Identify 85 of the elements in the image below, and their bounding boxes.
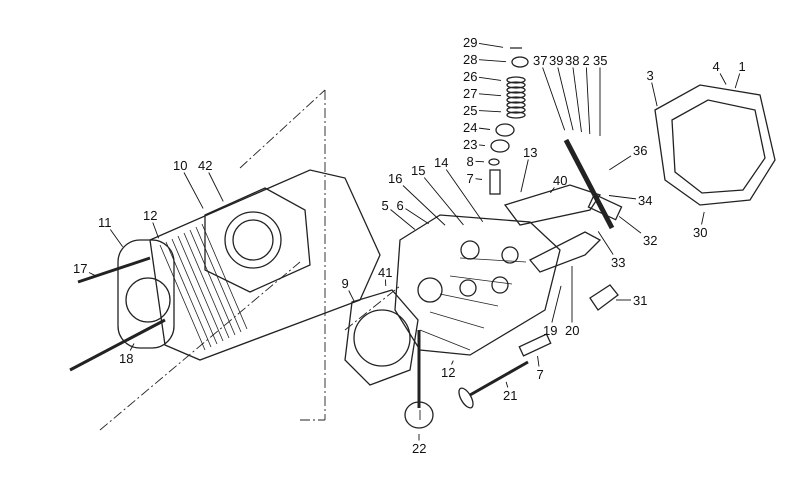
- leader-line: [551, 285, 562, 323]
- leader-line: [130, 343, 134, 351]
- callout-number: 6: [396, 198, 405, 212]
- leader-line: [618, 216, 642, 234]
- callout-number: 39: [548, 54, 564, 66]
- callout-number: 35: [592, 54, 608, 66]
- leader-line: [478, 93, 502, 96]
- callout-number: 40: [552, 174, 568, 186]
- leader-line: [446, 169, 484, 222]
- leader-line: [88, 272, 97, 277]
- callout-number: 7: [466, 172, 475, 184]
- leader-line: [475, 160, 484, 162]
- callout-number: 5: [380, 198, 390, 212]
- leader-line: [542, 67, 566, 131]
- callout-number: 31: [632, 294, 648, 306]
- callout-number: 28: [462, 52, 478, 66]
- leader-line: [586, 67, 590, 134]
- callout-number: 29: [462, 36, 478, 48]
- callout-number: 38: [564, 54, 580, 66]
- callout-number: 12: [142, 208, 158, 222]
- callout-number: 10: [172, 158, 188, 172]
- callout-number: 26: [462, 70, 478, 82]
- callout-number: 12: [440, 366, 456, 378]
- callout-number: 20: [564, 324, 580, 336]
- callout-number: 42: [197, 158, 214, 172]
- callout-number: 41: [377, 266, 394, 278]
- leader-line: [478, 144, 486, 146]
- leader-line: [608, 155, 632, 170]
- callout-number: 8: [466, 154, 475, 168]
- leader-line: [720, 73, 727, 85]
- leader-line: [701, 211, 705, 225]
- leader-line: [478, 76, 502, 81]
- callout-number: 34: [637, 194, 654, 206]
- callout-number: 36: [632, 144, 648, 156]
- leader-line: [557, 67, 574, 131]
- leader-line: [384, 279, 386, 286]
- callout-number: 30: [692, 226, 708, 238]
- callout-number: 9: [340, 276, 350, 290]
- callout-number: 15: [410, 164, 426, 176]
- leader-line: [520, 159, 529, 193]
- leader-line: [424, 177, 464, 226]
- callout-number: 19: [542, 324, 558, 336]
- callout-number: 21: [502, 388, 518, 402]
- leader-line: [608, 195, 636, 200]
- leader-line: [348, 290, 355, 302]
- callout-number: 16: [387, 172, 404, 184]
- leader-line: [651, 82, 658, 107]
- leader-line: [390, 209, 416, 230]
- callout-number: 14: [433, 156, 450, 168]
- leader-line: [506, 381, 508, 388]
- leader-line: [478, 110, 502, 112]
- callout-number: 3: [646, 68, 655, 82]
- leader-line: [405, 208, 430, 224]
- callout-number: 17: [72, 262, 88, 274]
- callout-number: 24: [462, 120, 478, 134]
- callout-number: 25: [462, 104, 478, 116]
- leader-line: [110, 229, 124, 248]
- leader-line: [537, 356, 540, 367]
- callout-number: 1: [738, 60, 747, 72]
- callout-number: 4: [712, 60, 721, 72]
- leader-line: [478, 59, 506, 62]
- callout-number: 13: [522, 146, 538, 158]
- leader-line: [451, 360, 454, 365]
- leader-line: [598, 230, 614, 255]
- leader-line: [478, 43, 504, 48]
- callout-number: 18: [118, 352, 134, 364]
- leader-line: [550, 187, 555, 194]
- leader-line: [572, 67, 582, 132]
- callout-number: 11: [97, 216, 112, 228]
- leader-line: [475, 178, 482, 180]
- leader-line: [478, 128, 490, 130]
- leader-line: [418, 434, 420, 441]
- callout-number: 7: [536, 368, 545, 380]
- callout-number: 33: [610, 256, 626, 268]
- callout-number: 32: [642, 234, 658, 246]
- callout-number: 2: [582, 54, 591, 66]
- leader-line: [152, 222, 160, 239]
- callout-number: 27: [462, 86, 478, 100]
- leader-line: [402, 185, 446, 226]
- leader-line: [184, 172, 204, 209]
- callout-number: 22: [411, 442, 428, 454]
- leader-line: [734, 73, 740, 89]
- callout-number: 37: [532, 54, 548, 66]
- callout-number: 23: [462, 138, 478, 150]
- leader-line: [208, 172, 224, 202]
